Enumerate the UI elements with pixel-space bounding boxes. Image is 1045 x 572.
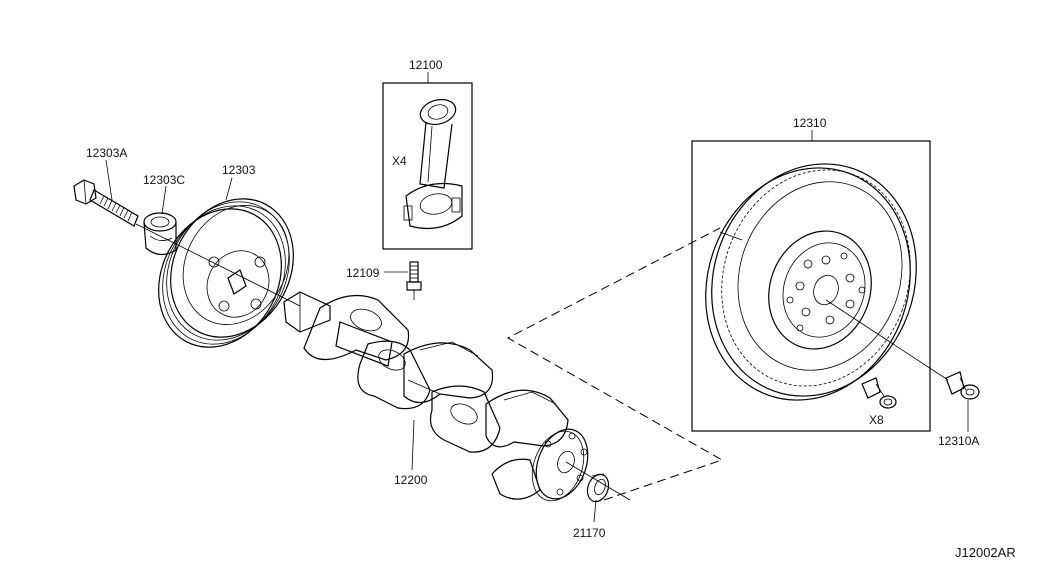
label-21170: 21170 <box>573 526 606 540</box>
flywheel-bolt <box>945 371 980 432</box>
label-12109: 12109 <box>346 266 380 280</box>
diagram-code: J12002AR <box>955 545 1016 560</box>
connecting-rod <box>403 98 463 229</box>
connecting-rod-box <box>382 72 473 250</box>
crankshaft-pulley <box>158 177 294 348</box>
pulley-bolt <box>73 159 139 227</box>
con-rod-bolt <box>384 261 422 300</box>
label-12310A: 12310A <box>938 434 980 448</box>
flywheel-box <box>691 130 931 432</box>
label-12200: 12200 <box>394 473 428 487</box>
label-12100: 12100 <box>409 58 443 72</box>
pulley-collar <box>143 185 177 256</box>
flywheel-bolt-inbox <box>861 377 897 409</box>
label-12303A: 12303A <box>86 146 128 160</box>
crankshaft <box>283 291 589 502</box>
flywheel <box>705 163 917 401</box>
label-12303: 12303 <box>222 163 256 177</box>
assembly-dashed-line <box>506 227 724 501</box>
label-12310: 12310 <box>793 116 827 130</box>
label-12100-qty: X4 <box>392 154 407 168</box>
pilot-bushing <box>565 461 631 523</box>
label-12303C: 12303C <box>143 173 186 187</box>
label-12310A-qty: X8 <box>869 413 884 427</box>
